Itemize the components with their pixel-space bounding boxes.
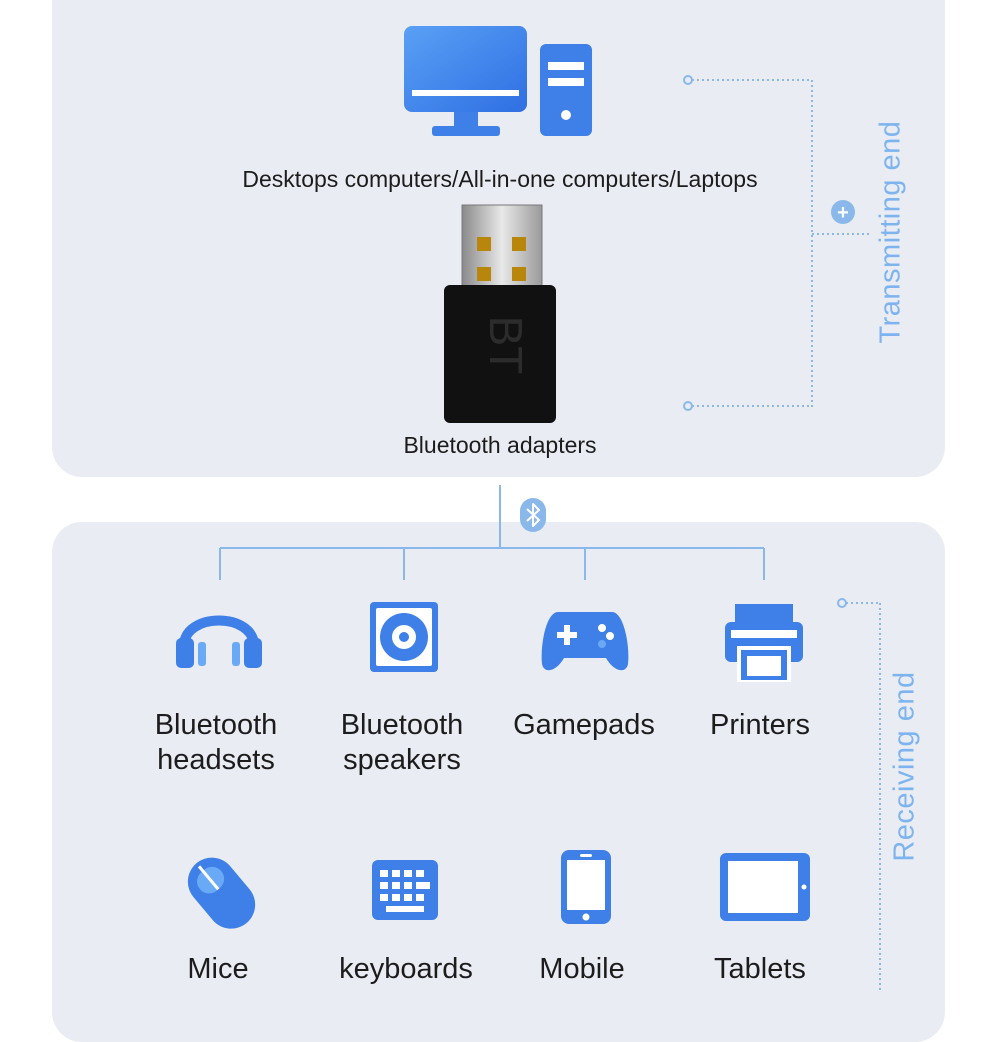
printer-icon xyxy=(725,604,803,682)
device-label-gamepads: Gamepads xyxy=(513,709,655,741)
tablet-icon xyxy=(720,853,810,921)
bluetooth-adapter-image: BT xyxy=(444,204,556,423)
svg-text:+: + xyxy=(837,202,849,224)
keyboard-icon xyxy=(372,860,438,920)
connection-tree xyxy=(219,485,881,990)
adapter-caption: Bluetooth adapters xyxy=(403,432,597,458)
device-label-printers: Printers xyxy=(710,709,810,741)
receiving-end-label: Receiving end xyxy=(888,671,921,862)
bluetooth-icon xyxy=(520,498,546,532)
device-label-tablets: Tablets xyxy=(714,953,806,985)
mouse-icon xyxy=(187,857,256,929)
headphones-icon xyxy=(176,615,262,668)
computers-caption: Desktops computers/All-in-one computers/… xyxy=(242,166,758,192)
adapter-marking: BT xyxy=(480,316,532,375)
device-label-keyboards: keyboards xyxy=(339,953,473,985)
receiving-panel xyxy=(52,522,945,1042)
speaker-icon xyxy=(370,602,438,672)
device-label-mice: Mice xyxy=(187,953,249,985)
desktop-computer-icon xyxy=(404,26,592,136)
gamepad-icon xyxy=(541,612,629,671)
mobile-icon xyxy=(561,850,611,924)
device-label-mobile: Mobile xyxy=(539,953,625,985)
transmitting-bracket: + xyxy=(683,75,872,411)
plus-icon xyxy=(831,200,855,224)
